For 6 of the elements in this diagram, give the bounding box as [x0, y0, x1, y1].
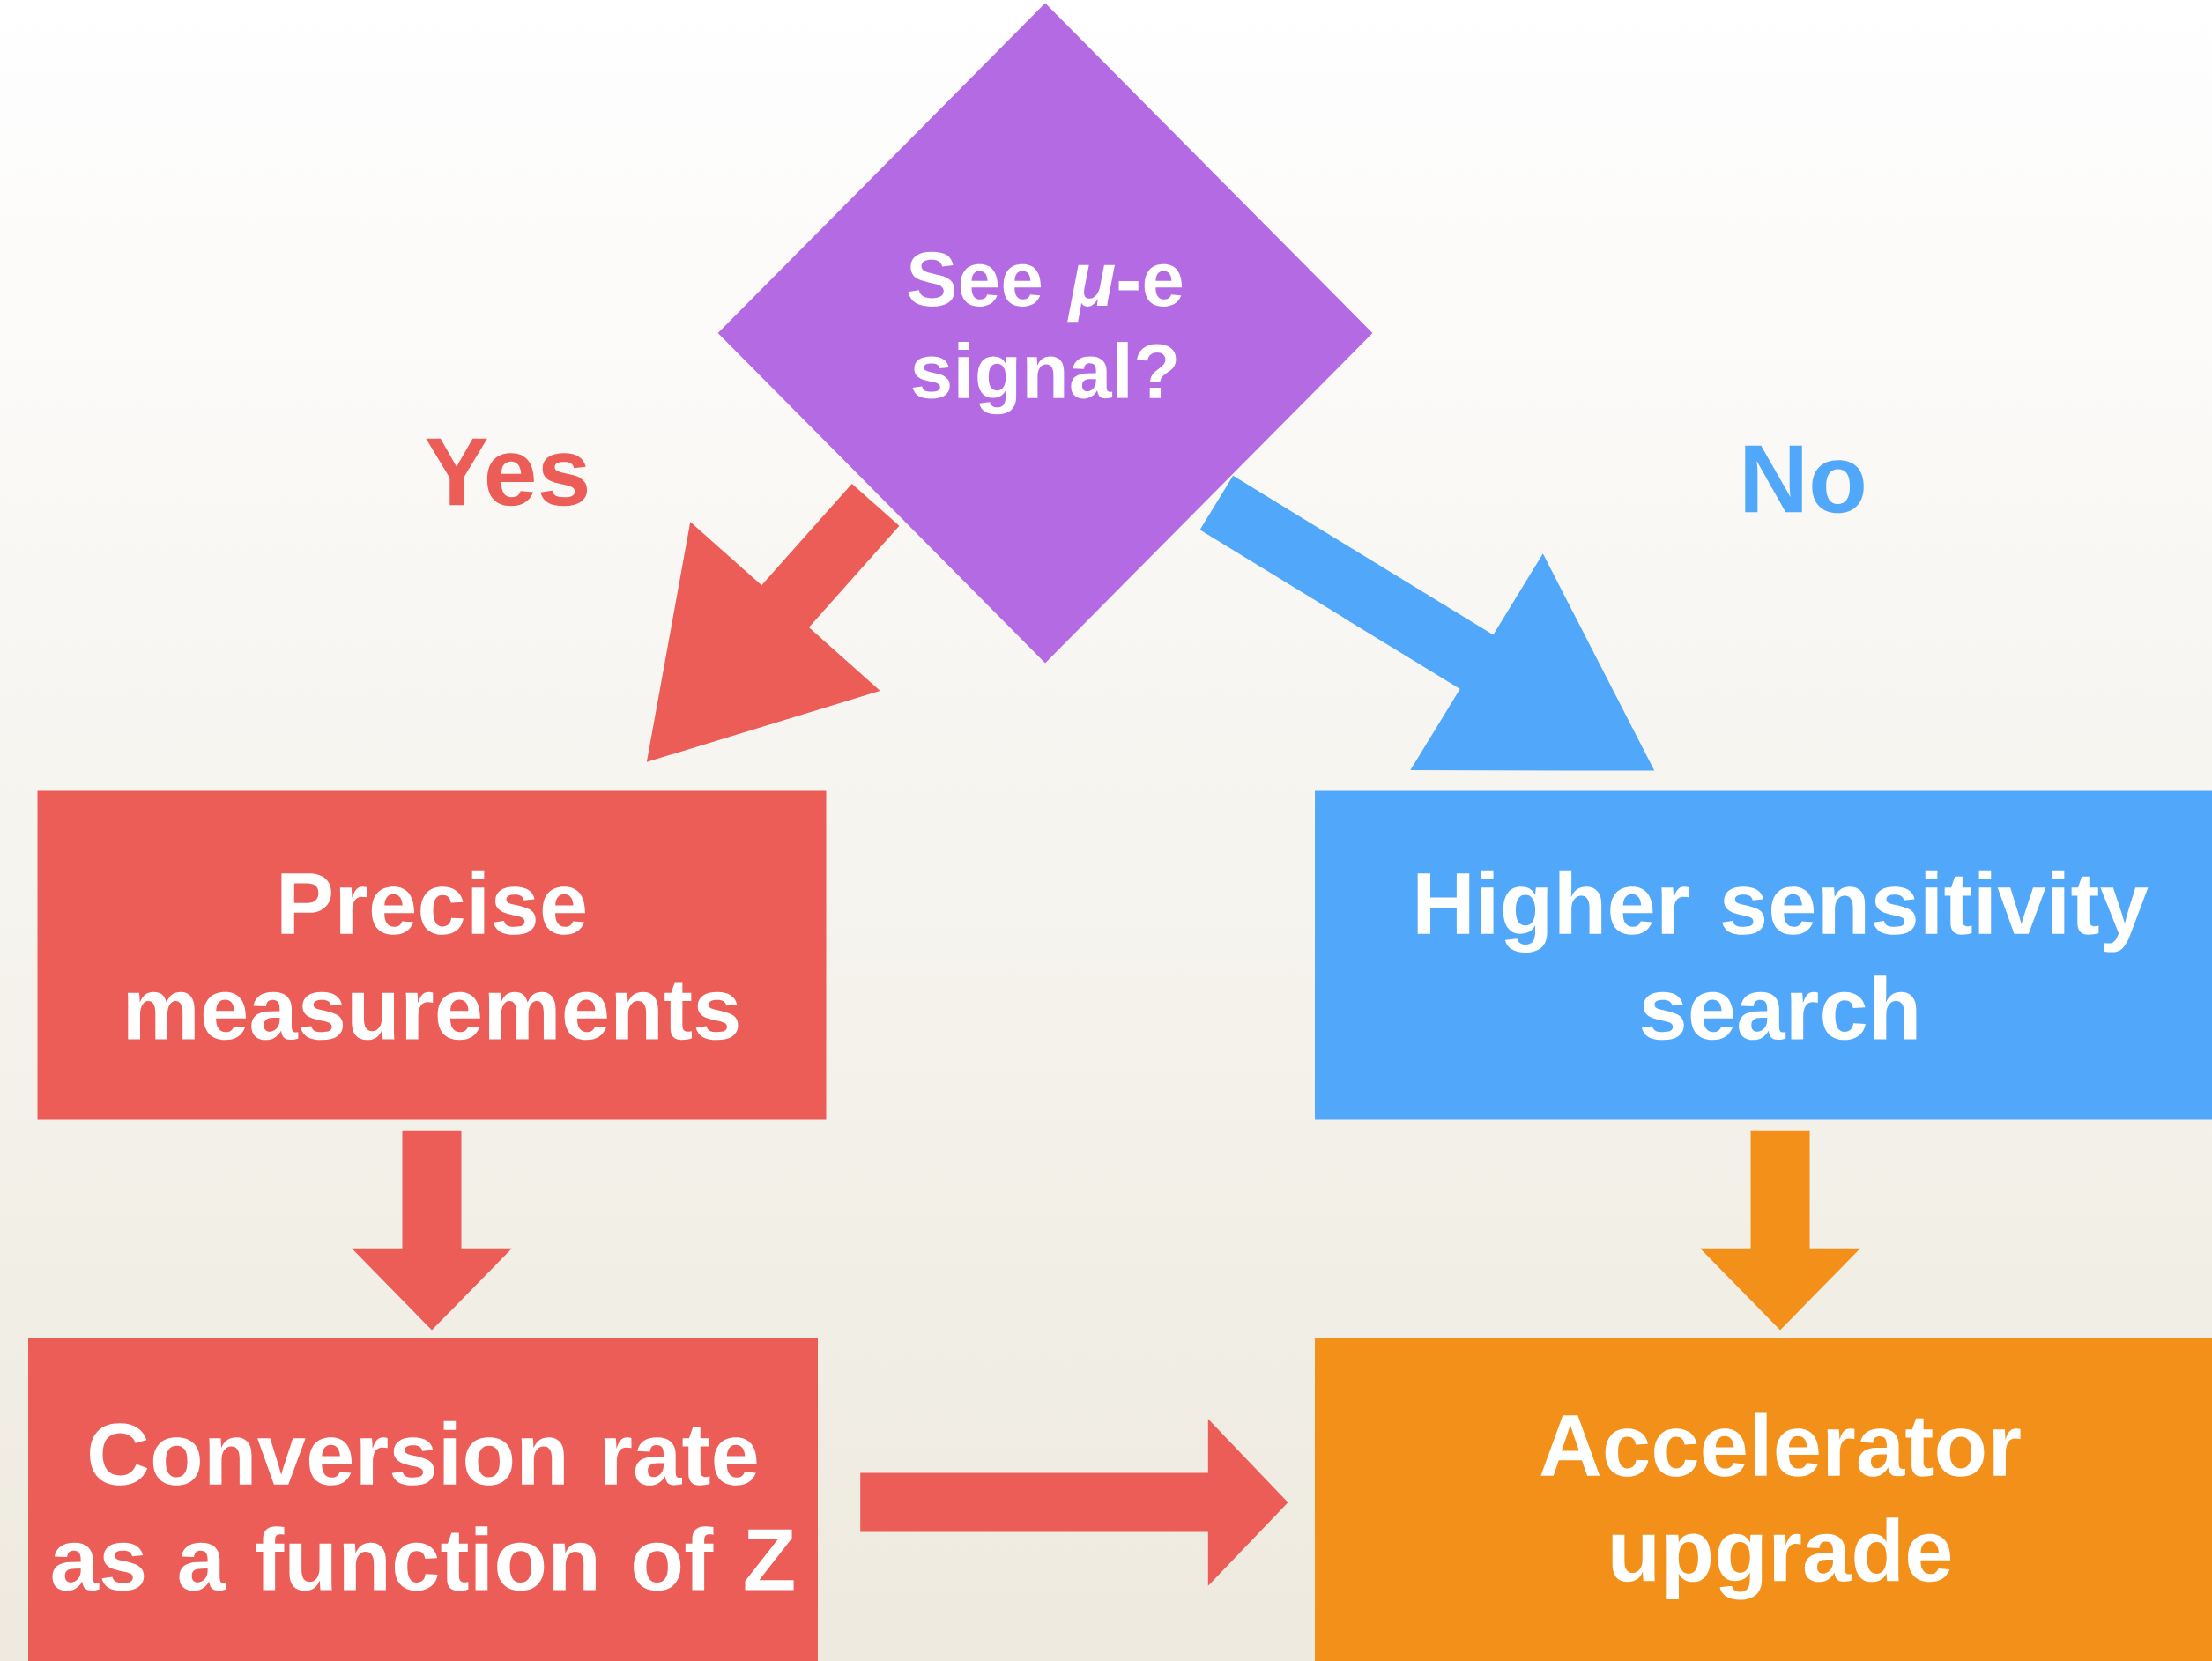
edge-label: No: [1745, 445, 1864, 514]
process-box: Precise measurements: [37, 790, 827, 1120]
process-box: Higher sensitivity search: [1315, 790, 2212, 1120]
process-box: Conversion rate as a function of Z: [28, 1338, 818, 1661]
edge-label: Yes: [426, 438, 587, 507]
process-box: Accelerator upgrade: [1315, 1338, 2212, 1661]
